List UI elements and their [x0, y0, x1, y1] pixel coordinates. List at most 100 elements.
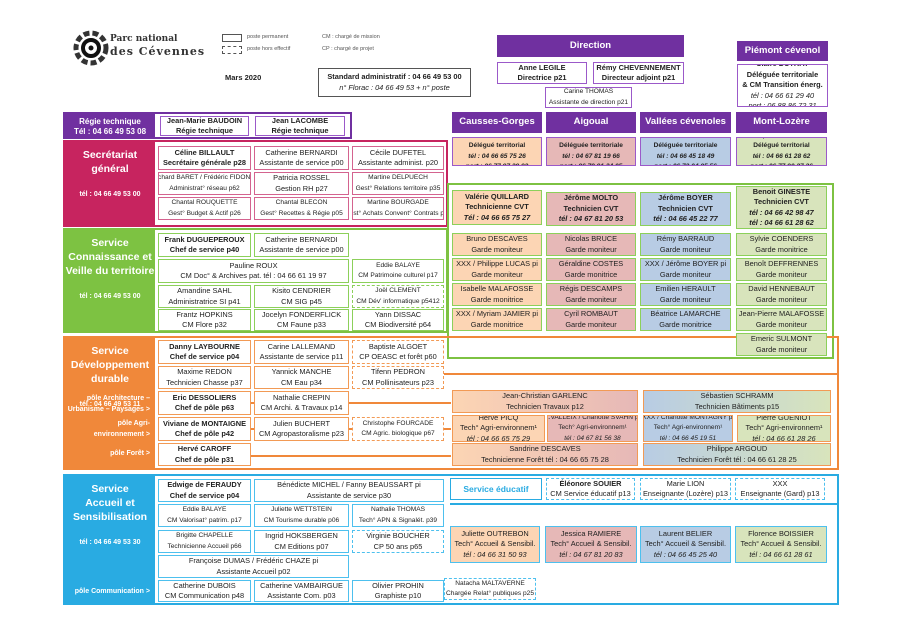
box-detail: Assistante Accueil p02	[216, 566, 291, 576]
box-title: Isabelle MALAFOSSE	[460, 284, 534, 293]
box-title: Laurent BELIER	[658, 528, 713, 538]
box-title: XXX / Myriam JAMIER pi	[455, 309, 539, 318]
box-detail: CM Communication p48	[164, 591, 245, 600]
box-title: Frank DUGUEPEROUX	[164, 234, 245, 244]
pole-label-agri: pôle Agri-environnement >	[62, 418, 150, 440]
box-title: Valérie QUILLARD	[464, 191, 530, 201]
box-detail: tél : 04 66 61 29 40	[750, 90, 815, 100]
section-label-line: Connaissance et	[68, 251, 152, 263]
box-title: Patricia ROSSEL	[273, 173, 330, 182]
box-detail: CM Agropastoralisme p23	[258, 429, 345, 438]
pole-label-line: Urbanisme – Paysages >	[67, 406, 150, 413]
header-region-ai: Aigoual	[546, 112, 636, 133]
person-box-bourgade: Martine BOURGADEGest° Achats Convent° Co…	[352, 197, 444, 220]
box-title: Carine THOMAS	[563, 88, 614, 95]
box-title: Carine LALLEMAND	[267, 341, 336, 351]
box-detail: Garde moniteur	[755, 319, 808, 329]
box-detail: tél : 04 66 45 18 49	[656, 152, 715, 160]
pole-label-com: pôle Communication >	[62, 586, 150, 597]
box-detail: Garde moniteur	[565, 294, 617, 304]
connector-line	[251, 455, 451, 457]
pole-label-line: pôle Agri-	[117, 420, 150, 427]
box-title: Emeric SULMONT	[750, 334, 813, 343]
box-detail: Garde moniteur	[471, 244, 523, 254]
box-detail: Tech° Accueil & Sensibil.	[454, 539, 536, 549]
box-detail: Garde moniteur	[565, 244, 617, 254]
box-title: Éléonore SOUIER	[559, 478, 622, 488]
box-title: Chantal ROUQUETTE	[171, 199, 238, 206]
box-title: Jérôme BOYER	[658, 193, 713, 203]
box-detail: port : 06 77 90 37 26	[750, 162, 813, 165]
box-detail: & CM Transition énerg.	[742, 80, 823, 90]
box-detail: Gest° Relations territoire p35	[355, 184, 441, 192]
box-title: Sandrine DESCAVES	[509, 444, 581, 453]
box-title: Olivier PROHIN	[372, 580, 424, 590]
section-label-line: Secrétariat	[82, 149, 138, 161]
box-title: Piémont cévenol	[744, 44, 821, 56]
box-title: Yann DISSAC	[374, 309, 422, 319]
box-detail: port : 06 72 04 05 56	[654, 162, 717, 165]
box-detail: CM Patrimoine culturel p17	[358, 272, 438, 279]
box-detail: Garde moniteur	[471, 269, 523, 279]
box-detail: CM Eau p34	[280, 377, 323, 387]
box-detail: Graphiste p10	[374, 591, 422, 600]
box-detail: Assistante de direction p21	[548, 98, 629, 106]
box-detail: Assistante de service p11	[259, 352, 344, 361]
box-detail: Tech° Agri-environnem¹	[745, 423, 823, 433]
box-detail: CM Archi. & Travaux p14	[260, 403, 343, 412]
section-label-line: Service	[91, 237, 129, 249]
box-detail: Déléguée territoriale	[746, 69, 819, 79]
box-detail: Garde moniteur	[659, 269, 712, 279]
box-detail: CM Biodiversité p64	[364, 320, 432, 329]
legend-hors-swatch	[222, 46, 242, 54]
box-detail: Technicienne Accueil p66	[167, 542, 242, 550]
section-label-line: Développement	[70, 359, 150, 371]
box-detail: CM Flore p32	[182, 320, 227, 329]
box-detail: tél : 04 66 31 50 93	[463, 549, 527, 559]
standard-box: Standard administratif : 04 66 49 53 00 …	[318, 68, 471, 97]
box-detail: Garde moniteur	[755, 269, 808, 279]
box-detail: Garde monitrice	[659, 319, 712, 329]
box-title: Eddie BALAYE	[376, 261, 420, 269]
box-detail: CM Editions p07	[274, 541, 329, 551]
box-detail: Technicien Chasse p37	[166, 377, 243, 387]
box-title: Vallées cévenoles	[645, 116, 726, 128]
box-title: Bruno DESCAVES	[466, 234, 528, 243]
box-detail: Technicienne Forêt tél : 04 66 65 75 28	[481, 454, 609, 464]
box-title: Bénédicte MICHEL / Fanny BEAUSSART pi	[277, 480, 421, 489]
box-title: XXX / Jérôme BOYER pi	[644, 259, 727, 268]
box-detail: Chef de pôle p63	[174, 403, 235, 412]
box-detail: port : 06 79 91 24 05	[560, 162, 623, 165]
section-label-line: Sensibilisation	[72, 511, 148, 523]
box-detail: Garde moniteur	[565, 319, 617, 329]
box-detail: tél : 04 67 81 20 83	[559, 549, 623, 559]
box-title: Claire DUTRAY	[756, 65, 809, 70]
box-detail: Déléguée territoriale	[559, 142, 623, 149]
box-title: Jessica RAMIERE	[560, 528, 622, 538]
box-title: Béatrice LAMARCHE	[650, 309, 721, 318]
box-detail: Tech° APN & Signalét. p39	[358, 516, 438, 524]
